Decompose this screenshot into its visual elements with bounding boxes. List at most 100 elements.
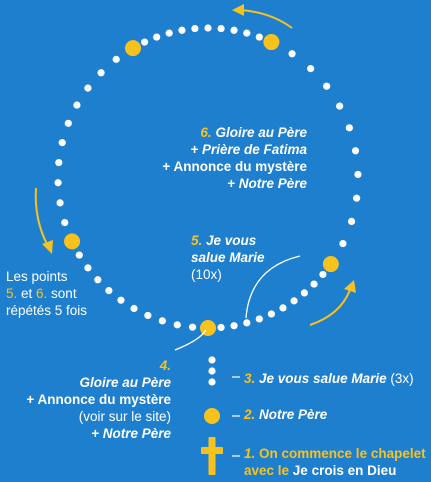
small-bead-50 — [112, 55, 120, 63]
cross-horizontal — [201, 447, 223, 454]
small-bead-21 — [319, 270, 327, 279]
step-5-text-1: Je vous — [206, 233, 257, 248]
arrows — [34, 4, 356, 457]
small-bead-4 — [178, 26, 186, 34]
step-4-line-2: + Annonce du mystère — [26, 392, 171, 407]
step-6-line-2: + Prière de Fatima — [190, 142, 307, 157]
label-step-2: 2. Notre Père — [244, 406, 327, 423]
small-bead-27 — [255, 315, 263, 323]
small-bead-23 — [300, 289, 309, 297]
latin-cross-icon — [201, 437, 223, 475]
step-5-number: 5. — [191, 233, 203, 248]
step-6-line-3: + Annonce du mystère — [162, 159, 307, 174]
step-3-count: (3x) — [386, 371, 414, 386]
curved-arrow-bottom-right-head — [344, 280, 356, 293]
small-bead-41 — [61, 218, 69, 227]
curved-arrow-top — [239, 9, 293, 29]
small-bead-3 — [165, 29, 173, 37]
small-bead-29 — [230, 322, 238, 330]
small-bead-7 — [217, 24, 225, 33]
small-bead-37 — [105, 286, 113, 295]
step-6-text-1: Gloire au Père — [215, 125, 307, 140]
repeat-num-6: 6. — [36, 286, 48, 301]
step-6-line-4: + Notre Père — [227, 176, 307, 191]
small-bead-13 — [323, 82, 331, 90]
step-3-number: 3. — [244, 371, 256, 386]
large-bead-loop-4 — [64, 233, 81, 250]
small-bead-11 — [288, 50, 296, 58]
small-bead-30 — [217, 323, 225, 332]
small-bead-14 — [336, 102, 344, 110]
small-bead-38 — [94, 276, 102, 284]
label-repeat: Les points 5. et 6. sont répétés 5 fois — [6, 268, 87, 319]
step-1-text-1: On commence le chapelet — [259, 446, 426, 461]
small-bead-28 — [243, 319, 251, 327]
curved-arrow-left — [34, 187, 49, 247]
small-bead-18 — [353, 194, 361, 202]
repeat-line-2: 5. et 6. sont — [6, 285, 87, 302]
small-bead-2 — [153, 33, 161, 41]
small-bead-12 — [307, 65, 315, 73]
repeat-line-1: Les points — [6, 269, 68, 284]
small-bead-10 — [255, 33, 263, 41]
small-bead-31 — [188, 323, 197, 331]
pendant-large-bead — [204, 408, 220, 424]
step-6-line-1: 6. Gloire au Père — [162, 124, 307, 141]
small-bead-49 — [97, 69, 105, 77]
pendant-bead-1 — [208, 356, 216, 364]
repeat-and: et — [17, 286, 37, 301]
small-bead-9 — [243, 29, 251, 37]
step-1-text-2a: avec le — [244, 463, 293, 478]
curved-arrow-left-head — [42, 240, 53, 254]
large-bead-loop-3 — [322, 256, 339, 273]
small-bead-20 — [339, 239, 347, 248]
step-5-line-1: 5. Je vous — [191, 232, 265, 249]
small-bead-26 — [267, 310, 275, 318]
small-bead-6 — [204, 24, 212, 32]
small-bead-47 — [73, 101, 81, 109]
step-2-text: Notre Père — [259, 407, 328, 422]
large-bead-loop-1 — [125, 40, 141, 57]
small-bead-36 — [117, 296, 125, 304]
small-bead-15 — [345, 124, 353, 132]
small-bead-19 — [347, 217, 356, 226]
small-bead-39 — [84, 264, 92, 272]
small-bead-17 — [354, 170, 362, 179]
label-step-4: 4. Gloire au Père + Annonce du mystère (… — [26, 357, 171, 442]
cross-vertical — [208, 437, 216, 475]
small-bead-22 — [310, 280, 318, 288]
curved-arrow-bottom-right — [309, 289, 351, 326]
step-4-number: 4. — [159, 358, 171, 373]
small-bead-46 — [64, 119, 72, 127]
step-1-line-1: 1. On commence le chapelet — [244, 445, 426, 462]
small-bead-8 — [230, 26, 238, 34]
label-step-6: 6. Gloire au Père + Prière de Fatima + A… — [162, 124, 307, 192]
small-bead-48 — [84, 84, 92, 92]
bracket-line-step4 — [174, 329, 207, 351]
small-bead-42 — [56, 199, 64, 207]
small-bead-33 — [158, 317, 166, 325]
small-bead-43 — [54, 179, 62, 187]
step-6-number: 6. — [200, 125, 212, 140]
step-4-line-4: + Notre Père — [91, 426, 171, 441]
small-bead-16 — [351, 147, 360, 155]
beads — [54, 24, 362, 424]
small-bead-34 — [144, 311, 152, 320]
label-step-5: 5. Je vous salue Marie (10x) — [191, 232, 265, 283]
step-4-line-1: Gloire au Père — [79, 375, 171, 390]
step-5-line-2: salue Marie — [191, 250, 265, 265]
small-bead-24 — [290, 297, 298, 305]
small-bead-44 — [55, 158, 63, 167]
step-5-line-3: (10x) — [191, 267, 222, 282]
small-bead-25 — [279, 304, 287, 312]
small-bead-45 — [58, 139, 66, 147]
step-2-number: 2. — [244, 407, 256, 422]
step-1-number: 1. — [244, 446, 256, 461]
small-bead-5 — [191, 24, 199, 33]
step-1-line-2: avec le Je crois en Dieu — [244, 462, 426, 479]
pendant-bead-3 — [208, 378, 216, 386]
label-step-1: 1. On commence le chapelet avec le Je cr… — [244, 445, 426, 479]
step-1-text-2b: Je crois en Dieu — [292, 463, 397, 478]
repeat-line-3: répétés 5 fois — [6, 303, 88, 318]
repeat-num-5: 5. — [6, 286, 18, 301]
